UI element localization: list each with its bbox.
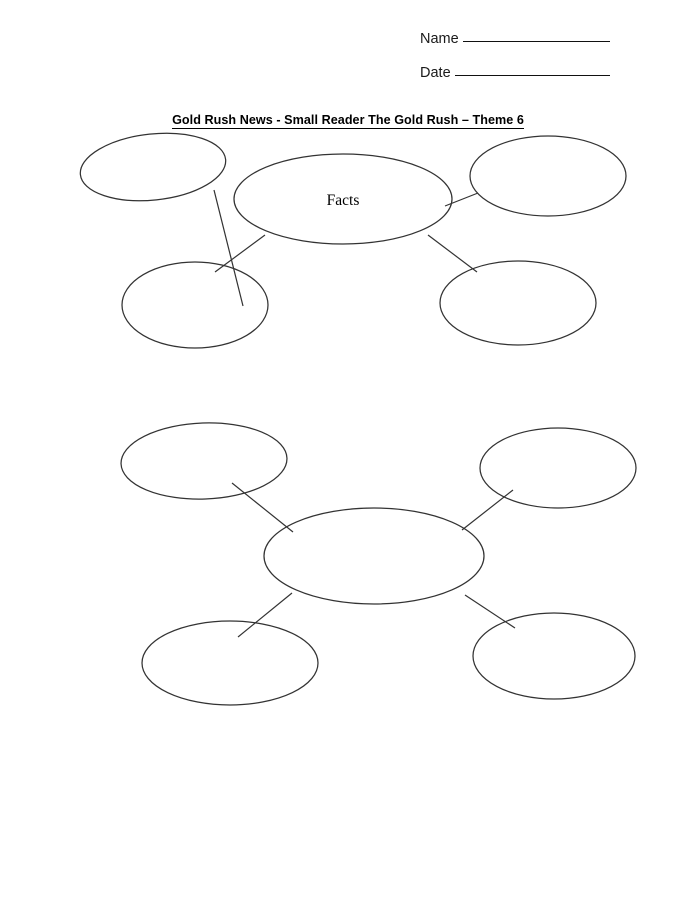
satellite-ellipse-bottom-left[interactable] bbox=[121, 261, 269, 349]
connector-center-to-top-right bbox=[444, 192, 479, 207]
name-field-row: Name bbox=[420, 32, 610, 66]
satellite-ellipse-bottom-right[interactable] bbox=[439, 260, 597, 346]
connector-center-to-top-left bbox=[213, 189, 244, 307]
center-ellipse-label: Facts bbox=[327, 192, 360, 209]
connector-center-to-bottom-left bbox=[214, 234, 266, 273]
web-diagram-2 bbox=[0, 415, 696, 715]
date-label: Date bbox=[420, 65, 451, 81]
connector-center-to-bottom-right bbox=[427, 234, 478, 273]
connector-center-to-bottom-right bbox=[464, 594, 516, 629]
name-write-in-line[interactable] bbox=[462, 40, 610, 42]
worksheet-title-text: Gold Rush News - Small Reader The Gold R… bbox=[172, 113, 524, 129]
center-ellipse[interactable] bbox=[233, 153, 453, 245]
satellite-ellipse-top-right[interactable] bbox=[469, 135, 627, 217]
center-ellipse[interactable] bbox=[263, 507, 485, 605]
satellite-ellipse-top-right[interactable] bbox=[479, 427, 637, 509]
worksheet-title: Gold Rush News - Small Reader The Gold R… bbox=[0, 113, 696, 129]
name-label: Name bbox=[420, 31, 459, 47]
satellite-ellipse-bottom-left[interactable] bbox=[141, 620, 319, 706]
web-diagram-1: Facts bbox=[0, 130, 696, 360]
connector-center-to-top-right bbox=[461, 489, 514, 531]
satellite-ellipse-top-left[interactable] bbox=[77, 130, 229, 207]
connector-center-to-top-left bbox=[231, 482, 294, 533]
satellite-ellipse-bottom-right[interactable] bbox=[472, 612, 636, 700]
date-field-row: Date bbox=[420, 66, 610, 100]
student-info-fields: Name Date bbox=[420, 32, 610, 100]
satellite-ellipse-top-left[interactable] bbox=[120, 420, 289, 502]
connector-center-to-bottom-left bbox=[237, 592, 293, 638]
date-write-in-line[interactable] bbox=[454, 74, 610, 76]
